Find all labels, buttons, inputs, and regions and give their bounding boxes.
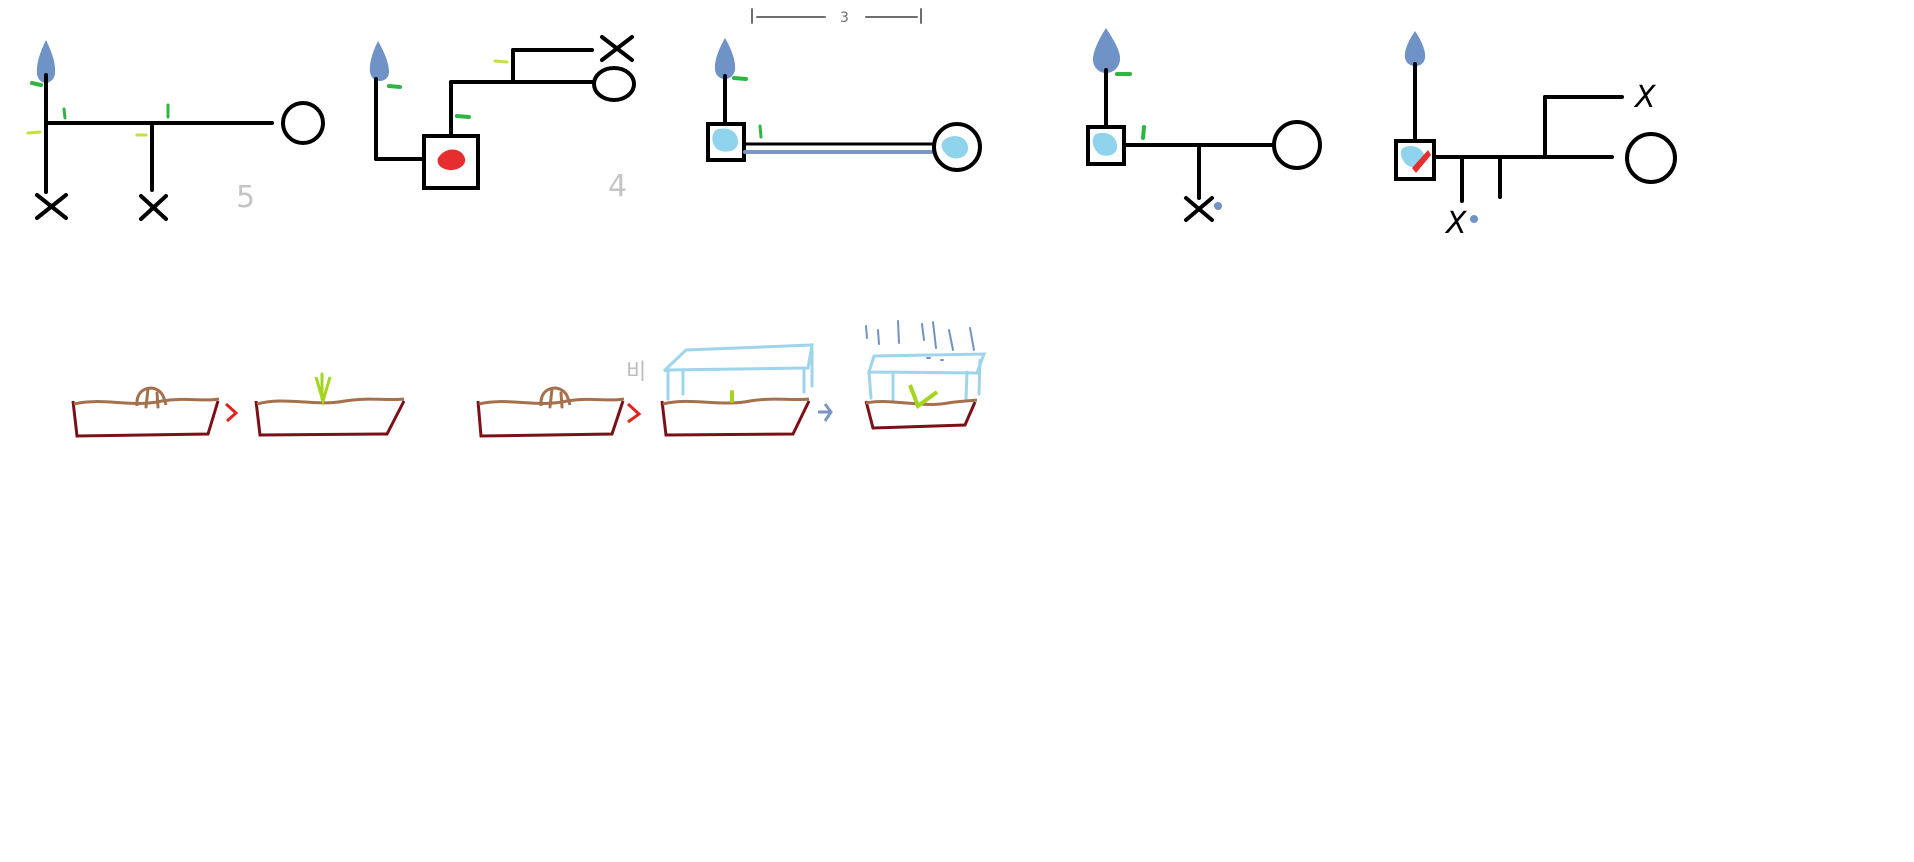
water-drop-icon: [714, 38, 736, 79]
circle-node-icon: [281, 101, 325, 145]
seed-icon: [548, 387, 554, 409]
greenhouse-icon: [867, 370, 873, 400]
dimension-label: 3: [840, 10, 849, 26]
leaf-icon: [26, 130, 42, 135]
pedigree-sketch-2: 4: [369, 35, 636, 204]
sprout-icon: [908, 384, 939, 410]
number-label: 5: [236, 180, 255, 215]
leaf-icon: [732, 76, 748, 81]
soil-surface: [865, 398, 978, 406]
seed-panel-right: 비: [476, 320, 987, 438]
water-drop-icon: [1404, 31, 1426, 66]
red-fill-mark: [437, 149, 466, 171]
leaf-icon: [455, 114, 471, 119]
soil-surface: [478, 397, 625, 406]
leaf-icon: [758, 124, 763, 139]
number-label: 4: [608, 169, 627, 204]
seed-icon: [135, 386, 168, 407]
leaf-icon: [387, 84, 402, 89]
circle-node-icon: [1625, 132, 1677, 184]
circle-node-icon: [1272, 120, 1322, 170]
blue-dot-mark: [1214, 202, 1222, 210]
blue-dot-mark: [1470, 215, 1478, 223]
seed-icon: [144, 387, 150, 409]
pedigree-sketch-5: X X: [1394, 31, 1677, 241]
water-drop-icon: [36, 40, 56, 83]
cross-icon: [139, 194, 168, 221]
arrow-icon: [818, 403, 833, 422]
x-label: X: [1633, 80, 1657, 115]
seed-icon: [155, 391, 160, 409]
arrow-icon: [224, 402, 239, 423]
cross-icon: [600, 35, 634, 62]
arrow-icon: [626, 402, 642, 424]
circle-node-icon: [592, 66, 636, 102]
soil-box: [864, 400, 977, 430]
pedigree-sketch-4: [1086, 28, 1322, 222]
water-drop-icon: [1093, 28, 1121, 73]
blue-fill-mark: [941, 136, 969, 159]
soil-box: [476, 400, 625, 438]
korean-label: 비: [626, 360, 646, 385]
cross-icon: [35, 193, 68, 220]
greenhouse-icon: [964, 370, 969, 401]
blue-fill-mark: [712, 128, 738, 152]
soil-box: [71, 400, 220, 438]
sprout-icon: [314, 376, 332, 407]
leaf-icon: [493, 59, 509, 64]
rain-icon: [865, 320, 975, 361]
leaf-icon: [1141, 125, 1146, 140]
greenhouse-icon: [662, 343, 814, 373]
soil-surface: [73, 397, 220, 406]
greenhouse-icon: [866, 352, 987, 375]
pedigree-sketch-1: 5: [26, 40, 325, 221]
cross-icon: [1184, 196, 1214, 222]
blue-fill-mark: [1092, 132, 1118, 156]
greenhouse-icon: [977, 358, 982, 396]
soil-box: [660, 400, 811, 437]
soil-surface: [662, 397, 810, 406]
seed-panel-left: [71, 372, 406, 438]
red-fill-mark: [1412, 150, 1431, 173]
pedigree-sketch-3: 3: [706, 8, 982, 172]
seed-icon: [539, 386, 572, 407]
leaf-icon: [62, 107, 67, 120]
leaf-icon: [30, 81, 43, 87]
water-drop-icon: [369, 41, 389, 81]
small-x-label: X: [1444, 206, 1468, 241]
soil-surface: [256, 397, 405, 406]
seed-icon: [559, 391, 564, 409]
soil-box: [254, 400, 406, 437]
